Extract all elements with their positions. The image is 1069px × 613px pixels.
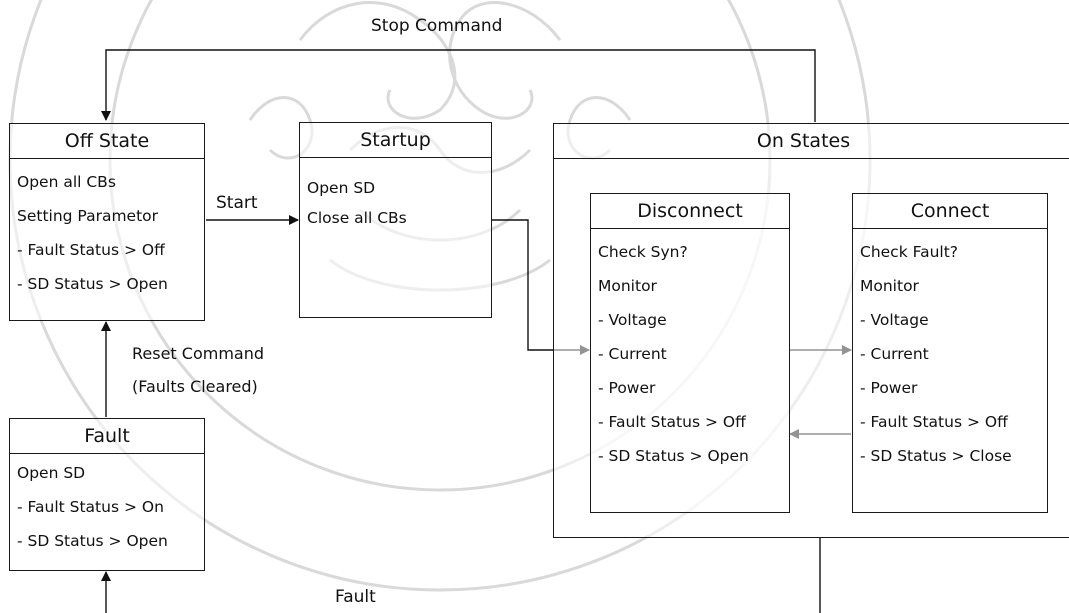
disconnect-line: - Fault Status > Off bbox=[598, 405, 789, 439]
fault-line: - Fault Status > On bbox=[17, 490, 204, 524]
fault-label: Fault bbox=[335, 587, 376, 607]
disconnect-box: Disconnect Check Syn? Monitor - Voltage … bbox=[590, 193, 790, 513]
connect-line: Check Fault? bbox=[860, 235, 1047, 269]
connect-line: - Fault Status > Off bbox=[860, 405, 1047, 439]
start-label: Start bbox=[216, 193, 258, 213]
connect-line: Monitor bbox=[860, 269, 1047, 303]
on-states-title: On States bbox=[554, 124, 1069, 159]
off-state-title: Off State bbox=[10, 124, 204, 159]
faults-cleared-label: (Faults Cleared) bbox=[132, 377, 258, 396]
reset-command-label: Reset Command bbox=[132, 344, 264, 363]
off-state-box: Off State Open all CBs Setting Parametor… bbox=[9, 123, 205, 321]
disconnect-line: Monitor bbox=[598, 269, 789, 303]
connect-line: - SD Status > Close bbox=[860, 439, 1047, 473]
off-state-line: - SD Status > Open bbox=[17, 267, 204, 301]
fault-box: Fault Open SD - Fault Status > On - SD S… bbox=[9, 418, 205, 571]
connect-line: - Current bbox=[860, 337, 1047, 371]
startup-line: Open SD bbox=[307, 176, 491, 200]
disconnect-line: - Current bbox=[598, 337, 789, 371]
startup-title: Startup bbox=[300, 123, 491, 158]
fault-line: Open SD bbox=[17, 456, 204, 490]
off-state-line: Setting Parametor bbox=[17, 199, 204, 233]
disconnect-line: - Voltage bbox=[598, 303, 789, 337]
connect-title: Connect bbox=[853, 194, 1047, 229]
off-state-line: Open all CBs bbox=[17, 165, 204, 199]
stop-command-arrow bbox=[106, 50, 815, 122]
disconnect-line: - Power bbox=[598, 371, 789, 405]
startup-box: Startup Open SD Close all CBs bbox=[299, 122, 492, 318]
disconnect-title: Disconnect bbox=[591, 194, 789, 229]
connect-line: - Voltage bbox=[860, 303, 1047, 337]
fault-line: - SD Status > Open bbox=[17, 524, 204, 558]
off-state-line: - Fault Status > Off bbox=[17, 233, 204, 267]
disconnect-line: - SD Status > Open bbox=[598, 439, 789, 473]
fault-title: Fault bbox=[10, 419, 204, 454]
connect-line: - Power bbox=[860, 371, 1047, 405]
stop-command-label: Stop Command bbox=[371, 16, 502, 36]
startup-line: Close all CBs bbox=[307, 206, 491, 230]
disconnect-line: Check Syn? bbox=[598, 235, 789, 269]
connect-box: Connect Check Fault? Monitor - Voltage -… bbox=[852, 193, 1048, 513]
